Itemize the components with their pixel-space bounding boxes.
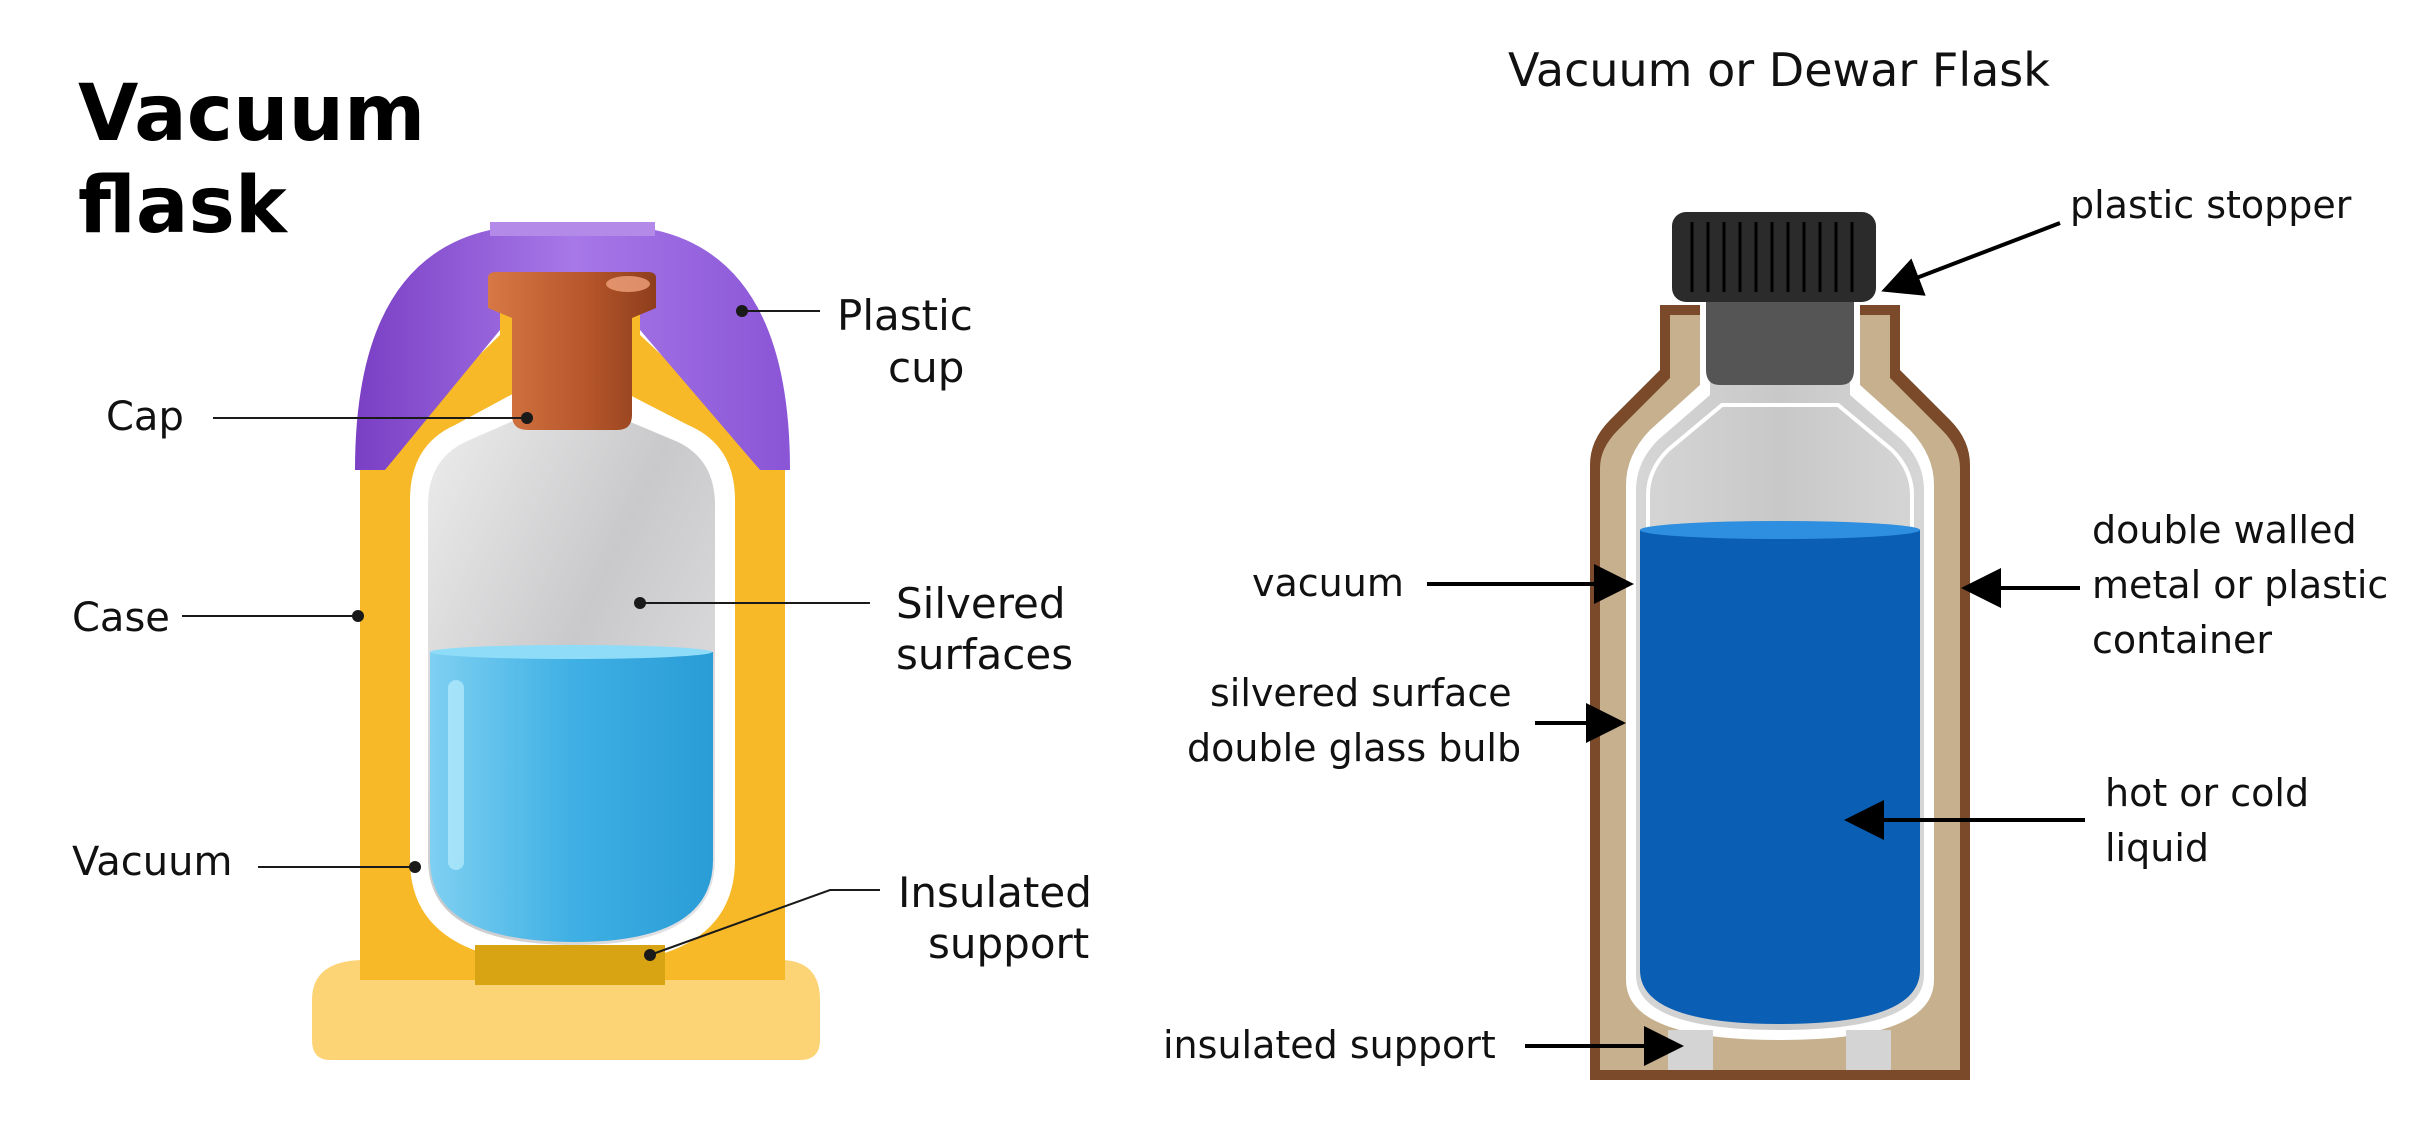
label-silvered-surface: silvered surface <box>1210 671 1512 715</box>
label-insulated-1: Insulated <box>898 868 1092 917</box>
label-double-walled-3: container <box>2092 618 2272 662</box>
label-vacuum: Vacuum <box>72 839 232 885</box>
label-insulated-2: support <box>928 919 1089 968</box>
label-double-walled-2: metal or plastic <box>2092 563 2388 607</box>
plastic-cup-shape <box>355 222 790 470</box>
stopper-plug <box>1706 290 1854 385</box>
label-hot-cold-2: liquid <box>2105 826 2209 870</box>
label-plastic-cup-2: cup <box>888 343 964 392</box>
cup-top-rim <box>490 222 655 236</box>
left-vacuum-flask: Vacuum flask <box>72 69 1092 1060</box>
label-plastic-cup-1: Plastic <box>837 291 973 340</box>
label-case: Case <box>72 595 170 641</box>
right-dewar-flask: Vacuum or Dewar Flask <box>1163 43 2388 1080</box>
label-insulated-support-right: insulated support <box>1163 1023 1496 1067</box>
label-cap: Cap <box>106 394 184 440</box>
cap-highlight <box>606 276 650 292</box>
label-vacuum-right: vacuum <box>1252 561 1404 605</box>
right-title: Vacuum or Dewar Flask <box>1508 43 2050 97</box>
case-base <box>312 960 820 1060</box>
liquid-surface-dark <box>1640 521 1920 539</box>
insulated-support-left <box>1668 1030 1713 1070</box>
left-title-line1: Vacuum <box>78 69 425 159</box>
left-leaders <box>182 305 880 961</box>
label-hot-cold-1: hot or cold <box>2105 771 2309 815</box>
insulated-support-right <box>1846 1030 1891 1070</box>
stopper-ridges <box>1690 222 1854 292</box>
liquid-surface <box>430 645 712 659</box>
glass-highlight <box>448 680 464 870</box>
right-arrows <box>1427 221 2085 1066</box>
label-silvered-1: Silvered <box>896 579 1066 628</box>
label-double-glass-bulb: double glass bulb <box>1187 726 1521 770</box>
insulated-support-block <box>475 945 665 985</box>
liquid-dark-blue <box>1640 530 1920 1024</box>
label-silvered-2: surfaces <box>896 630 1073 679</box>
cap-cork <box>488 272 656 430</box>
left-title-line2: flask <box>78 161 289 251</box>
label-plastic-stopper: plastic stopper <box>2070 183 2352 227</box>
label-double-walled-1: double walled <box>2092 508 2357 552</box>
stopper-cap <box>1672 212 1876 302</box>
liquid-light-blue <box>430 652 713 942</box>
